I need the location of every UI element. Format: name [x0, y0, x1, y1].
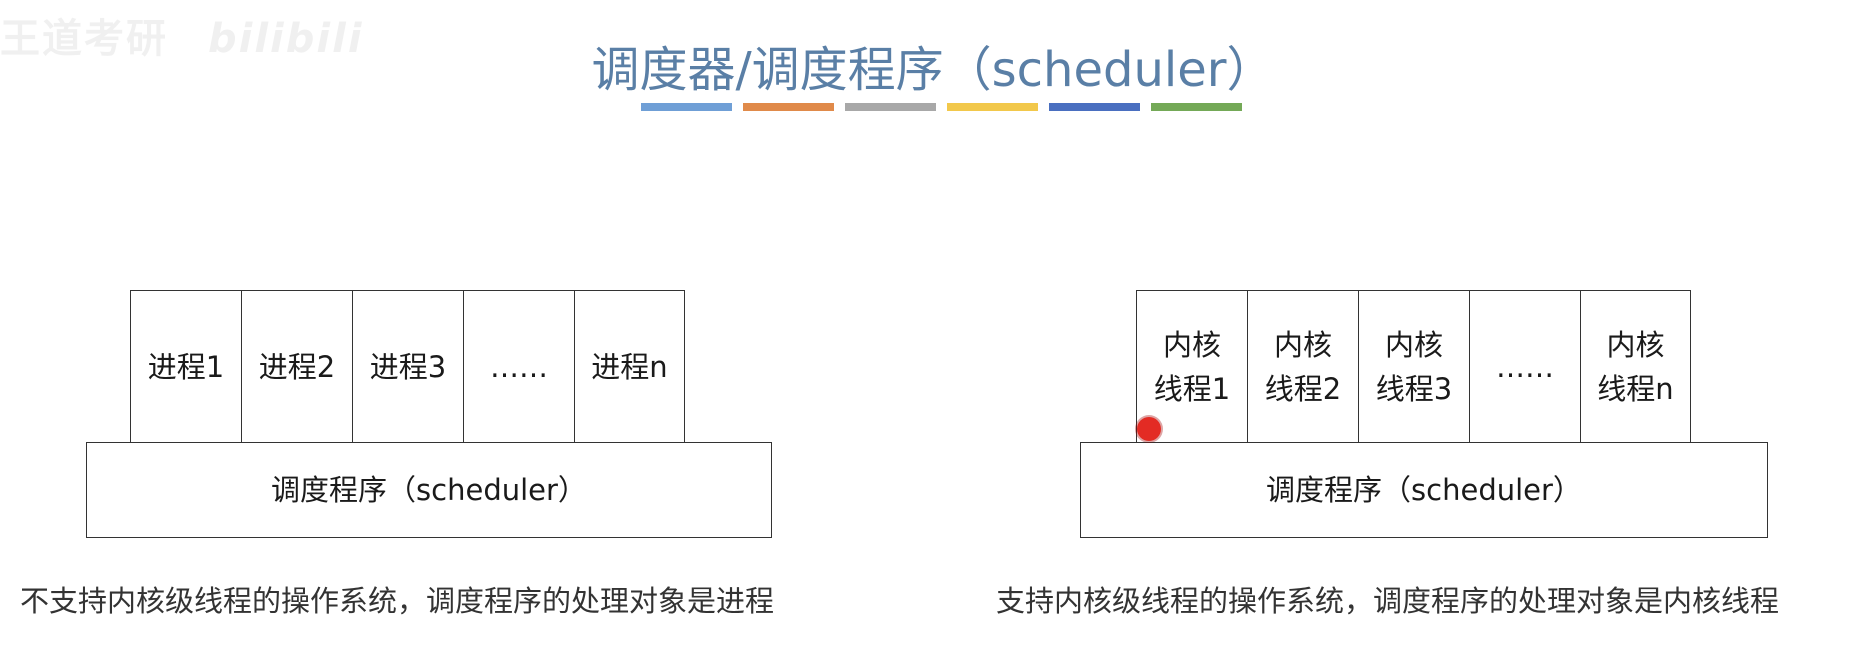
color-bar-segment-2: [743, 103, 834, 111]
color-bar-segment-6: [1151, 103, 1242, 111]
color-bar-segment-1: [641, 103, 732, 111]
watermark-text: 王道考研: [0, 16, 168, 62]
color-bar-segment-3: [845, 103, 936, 111]
process-cell-ellipsis: ……: [463, 290, 575, 443]
color-bar-segment-4: [947, 103, 1038, 111]
title-color-bar: [641, 103, 1242, 111]
left-caption: 不支持内核级线程的操作系统，调度程序的处理对象是进程: [20, 584, 775, 618]
scheduler-box: 调度程序（scheduler）: [1080, 442, 1768, 538]
scheduler-box: 调度程序（scheduler）: [86, 442, 772, 538]
process-cell-n: 进程n: [574, 290, 685, 443]
page-title: 调度器/调度程序（scheduler）: [591, 42, 1275, 98]
kernel-thread-cell-2: 内核 线程2: [1247, 290, 1359, 443]
kernel-thread-cell-n: 内核 线程n: [1580, 290, 1691, 443]
process-cell-3: 进程3: [352, 290, 464, 443]
kernel-thread-cell-3: 内核 线程3: [1358, 290, 1470, 443]
kernel-thread-cell-ellipsis: ……: [1469, 290, 1581, 443]
watermark-brand: bilibili: [208, 16, 364, 62]
process-cell-1: 进程1: [130, 290, 242, 443]
pointer-dot-icon: [1137, 417, 1161, 441]
watermark: 王道考研 bilibili: [0, 6, 364, 64]
right-caption: 支持内核级线程的操作系统，调度程序的处理对象是内核线程: [996, 584, 1780, 618]
color-bar-segment-5: [1049, 103, 1140, 111]
process-cell-2: 进程2: [241, 290, 353, 443]
